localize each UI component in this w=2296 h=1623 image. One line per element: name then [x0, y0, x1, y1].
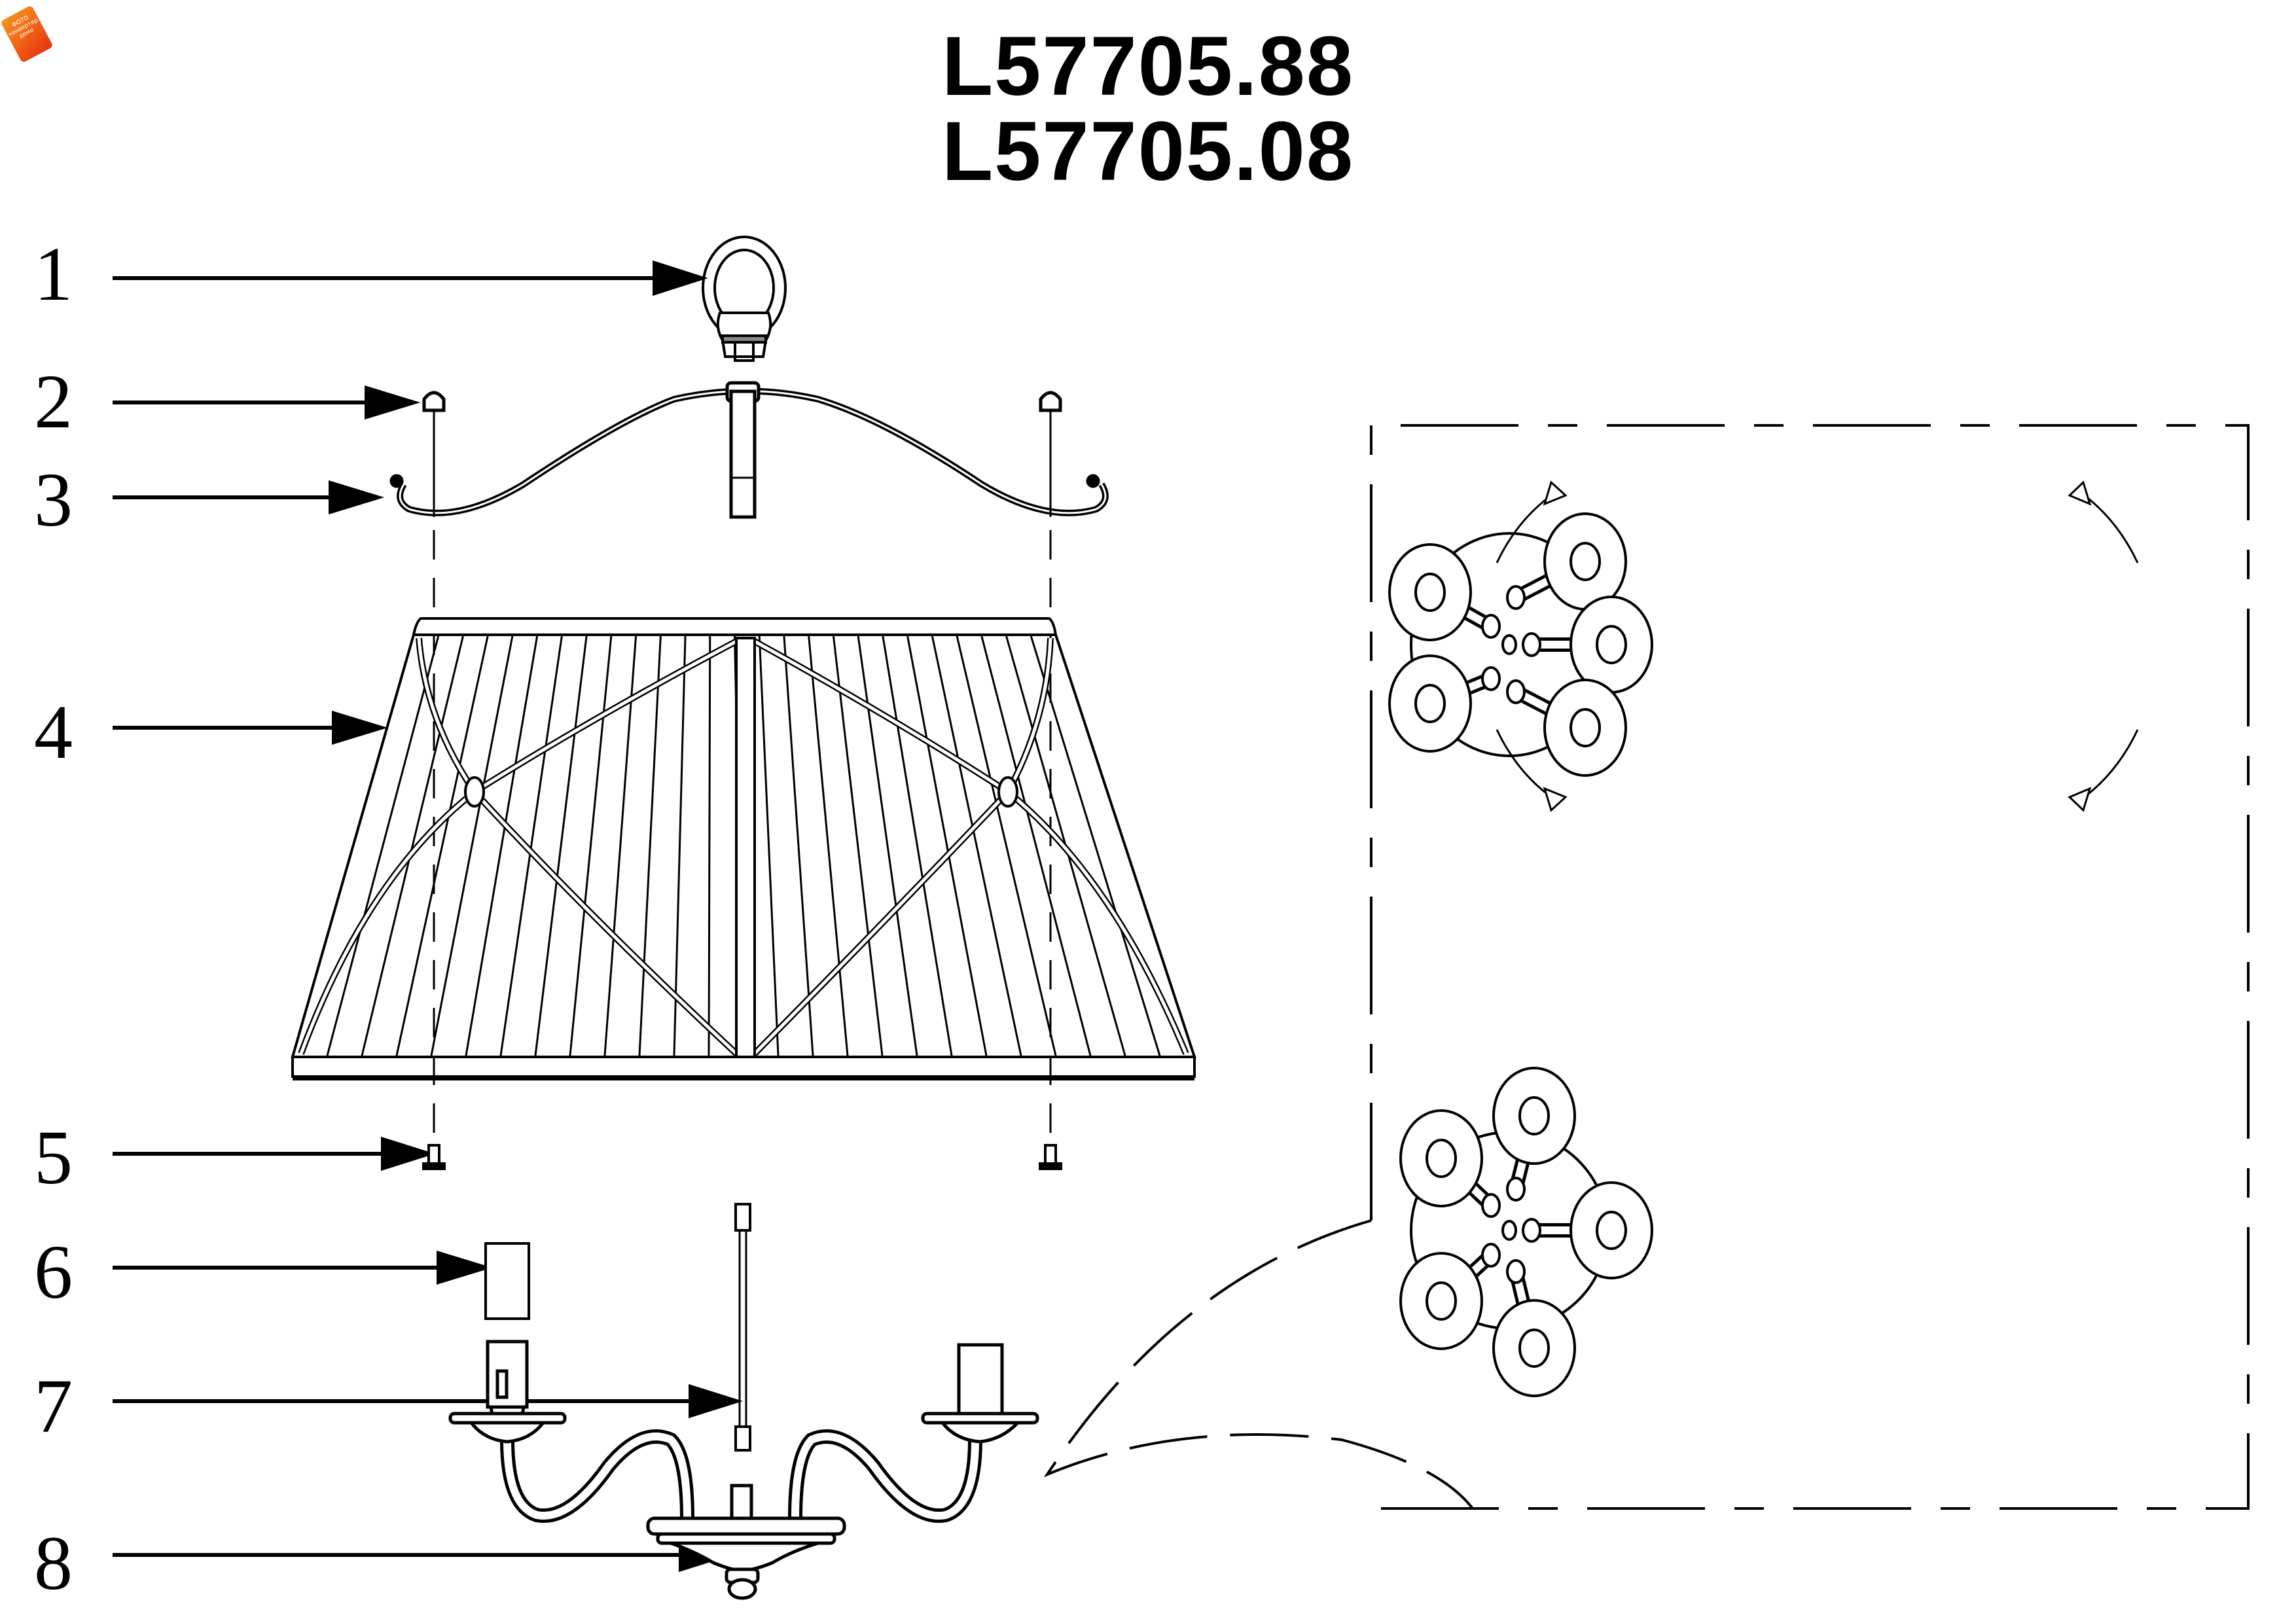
model-number-title: L57705.08 — [941, 105, 1355, 198]
leader-arrow-7 — [113, 1383, 744, 1419]
shade-pleat — [1030, 635, 1161, 1056]
arm-socket — [1522, 1218, 1541, 1243]
arm-cup-center — [1570, 708, 1601, 747]
part-number-label: 3 — [34, 457, 73, 543]
part-number-label: 5 — [34, 1115, 73, 1200]
shade-pleat — [857, 635, 918, 1056]
part-number-label: 7 — [34, 1363, 73, 1449]
detail-panel-outline — [1043, 424, 2250, 1510]
lampshade-part — [291, 617, 1196, 1080]
part-number-label: 4 — [34, 689, 73, 775]
body-with-arms-part — [448, 1340, 1039, 1600]
center-rod-part — [734, 1203, 751, 1452]
arm-cup-center — [1414, 573, 1446, 612]
shade-pleat — [638, 635, 662, 1056]
finial-cap-part — [422, 391, 1062, 412]
shade-pleat — [832, 635, 884, 1056]
part-number-label: 1 — [34, 231, 73, 317]
detail-view-adjustable — [1388, 512, 1653, 777]
shade-pleat — [808, 635, 849, 1056]
shade-pleat — [980, 635, 1092, 1056]
rotate-arrow-icon — [1543, 787, 1568, 812]
arm-cup-center — [1570, 542, 1601, 581]
candle-sleeve-part — [484, 1242, 530, 1320]
rotate-arrow-icon — [2068, 787, 2092, 812]
model-number-title: L57705.88 — [941, 20, 1355, 113]
rotate-arrow-icon — [1543, 480, 1568, 506]
leader-arrow-6 — [113, 1250, 493, 1285]
leader-arrows — [113, 260, 744, 1573]
arm-cup-center — [1596, 625, 1627, 664]
shade-pleat — [499, 635, 563, 1056]
arm-cup-center — [1518, 1096, 1550, 1135]
arm-socket — [1506, 585, 1526, 610]
arm-cup-center — [1596, 1211, 1627, 1250]
frame-arm-part — [389, 381, 1109, 519]
rotation-arrows — [1496, 480, 2139, 812]
shade-pleat — [783, 635, 814, 1056]
arm-cup-center — [1426, 1281, 1457, 1321]
part-number-label: 2 — [34, 359, 73, 444]
detail-view-star — [1399, 1067, 1653, 1397]
shade-pleat — [603, 635, 637, 1056]
hub-center-hole — [1501, 1220, 1517, 1241]
arm-socket — [1522, 632, 1541, 657]
shade-pleat — [956, 635, 1057, 1056]
arm-socket — [1481, 614, 1501, 639]
arm-cup-center — [1518, 1329, 1550, 1368]
leader-arrow-2 — [113, 385, 421, 420]
shade-pleat — [708, 635, 711, 1056]
leader-arrow-4 — [113, 710, 388, 745]
shade-pleat — [906, 635, 988, 1056]
arm-socket — [1506, 1259, 1526, 1284]
arm-cup-center — [1414, 684, 1446, 723]
leader-arrow-3 — [113, 480, 385, 515]
rotate-arrow-icon — [2068, 480, 2092, 506]
shade-screw-part — [422, 1144, 1062, 1170]
shade-pleat — [931, 635, 1022, 1056]
shade-pleat — [326, 635, 440, 1056]
arm-socket — [1481, 666, 1501, 691]
part-number-label: 8 — [34, 1520, 73, 1606]
shade-pleat — [758, 635, 780, 1056]
leader-arrow-5 — [113, 1136, 436, 1171]
arm-socket — [1506, 679, 1526, 704]
shade-pleat — [569, 635, 613, 1056]
arm-cup-center — [1426, 1139, 1457, 1178]
shade-pleat — [673, 635, 687, 1056]
part-number-label: 6 — [34, 1229, 73, 1315]
arm-socket — [1481, 1243, 1501, 1268]
leader-arrow-1 — [113, 260, 708, 296]
shade-pleat — [534, 635, 588, 1056]
shade-pleat — [361, 635, 464, 1056]
arm-socket — [1506, 1177, 1526, 1202]
leader-arrow-8 — [113, 1537, 734, 1573]
hub-center-hole — [1501, 634, 1517, 655]
arm-socket — [1481, 1193, 1501, 1218]
shade-pleat — [395, 635, 489, 1056]
shade-pleat — [430, 635, 514, 1056]
shade-pleat — [882, 635, 953, 1056]
ring-hook-part — [702, 236, 787, 362]
shade-pleat — [465, 635, 539, 1056]
